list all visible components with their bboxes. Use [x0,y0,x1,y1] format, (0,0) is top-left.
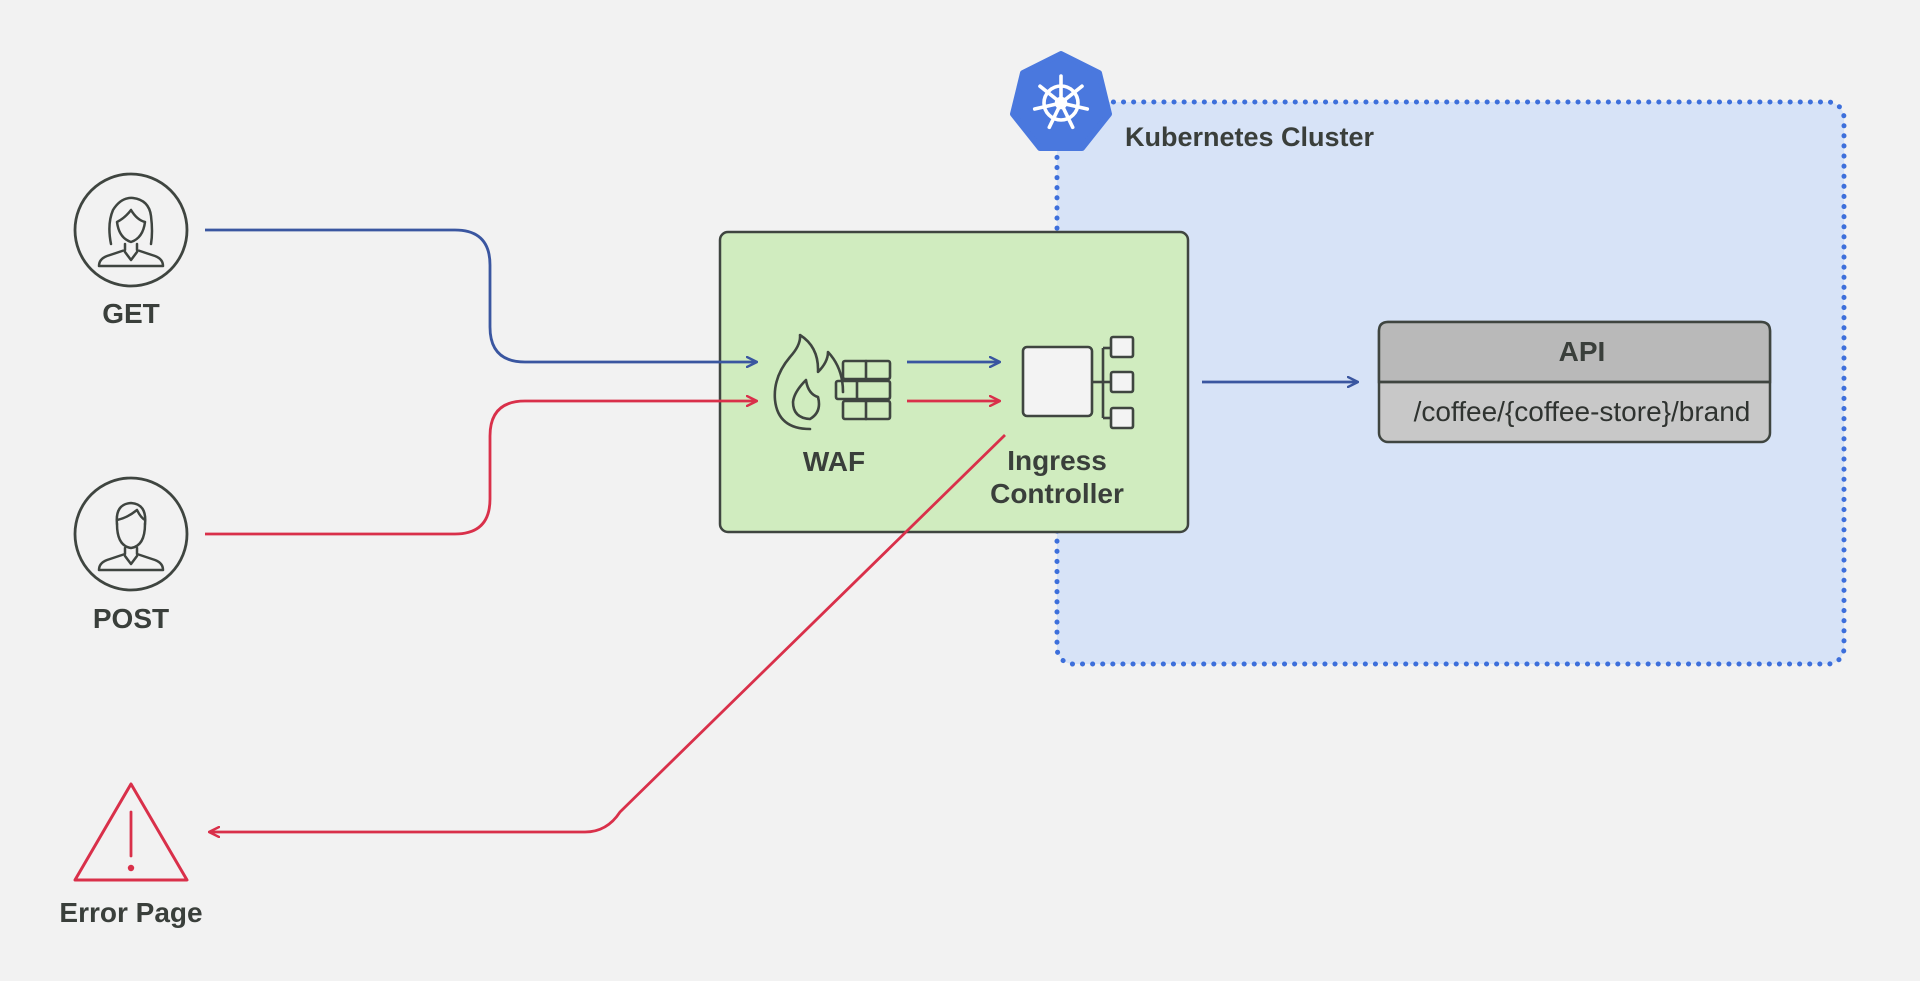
firewall-flame-icon [773,333,892,431]
post-label: POST [92,603,170,634]
error-response-line [209,433,1006,832]
get-request-line [205,228,757,362]
user-male-icon [73,476,189,592]
api-box [1377,320,1772,444]
waf-label: WAF [802,446,866,477]
cluster-label: Kubernetes Cluster [1125,122,1375,152]
ingress-controller-label: Ingress Controller [990,444,1124,510]
network-hub-icon [1021,335,1135,430]
kubernetes-logo-icon [1010,51,1112,151]
gateway-box [718,230,1190,534]
user-female-icon [73,172,189,288]
get-label: GET [102,298,160,329]
error-page-label: Error Page [59,897,203,928]
ingress-label-line2: Controller [990,478,1124,509]
api-path: /coffee/{coffee-store}/brand [1413,396,1751,427]
post-request-line [205,401,757,536]
ingress-label-line1: Ingress [1007,445,1107,476]
api-title: API [1558,336,1606,367]
warning-triangle-icon [73,782,189,882]
